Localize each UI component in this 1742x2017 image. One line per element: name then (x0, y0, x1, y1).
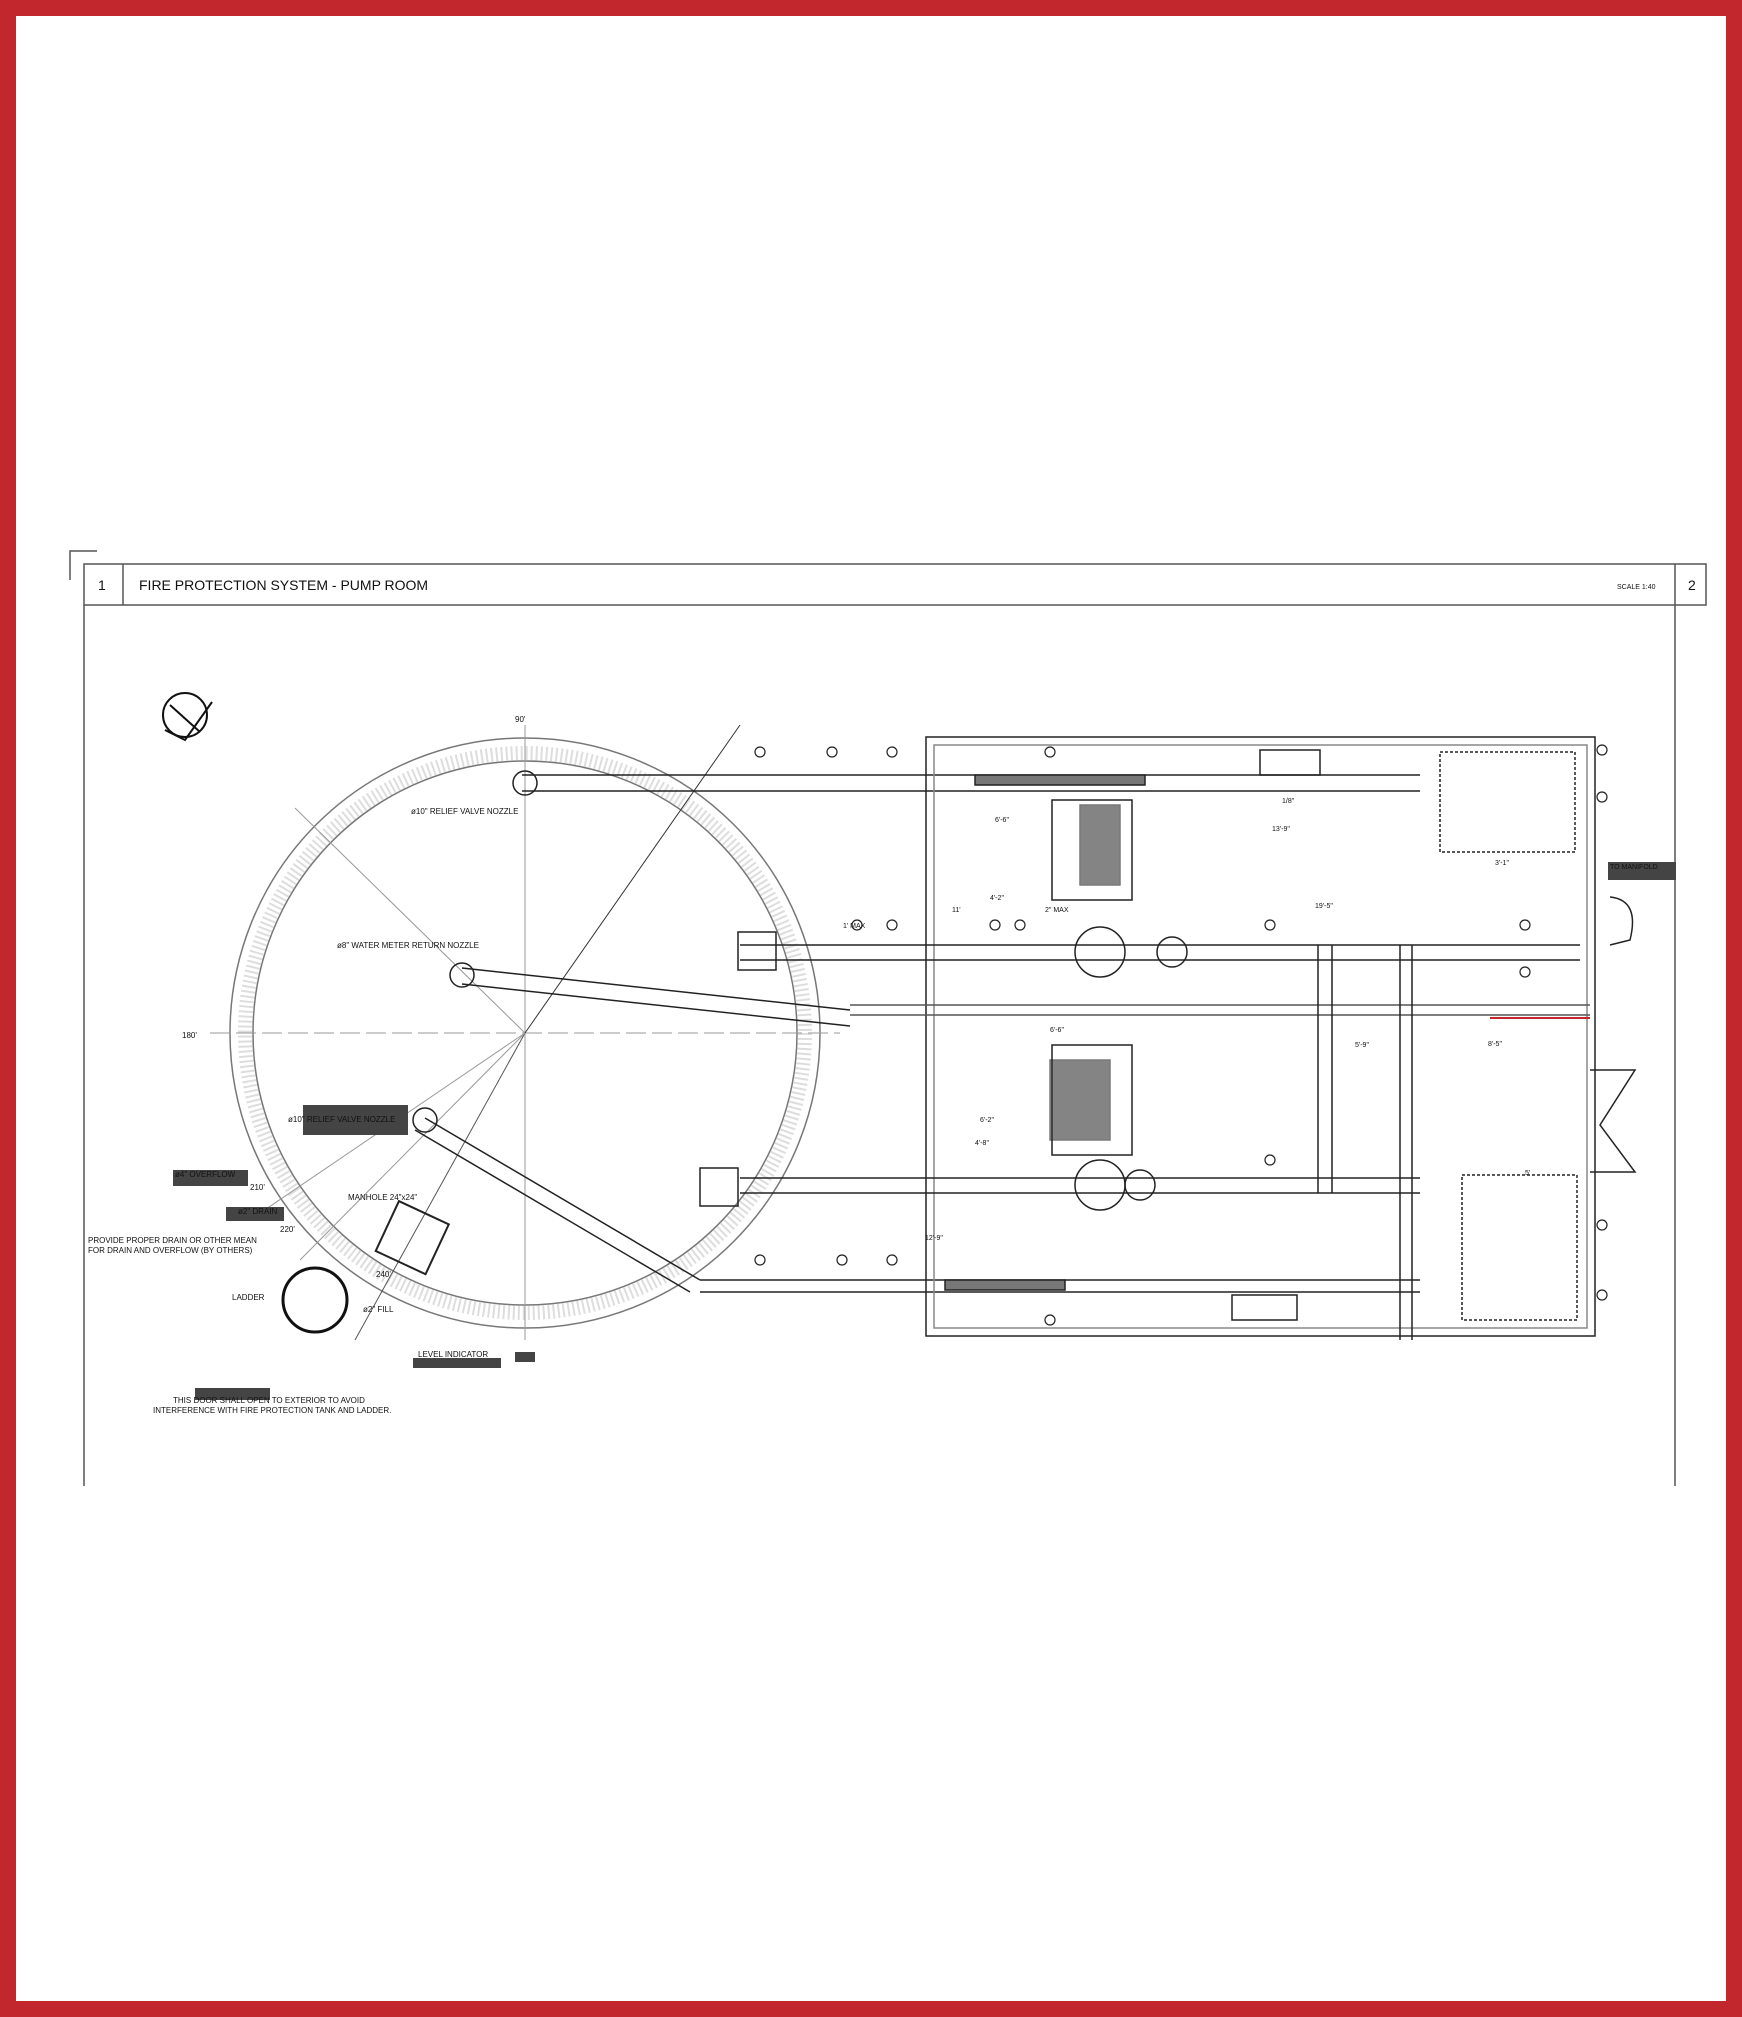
fire-protection-tank (210, 724, 935, 1341)
svg-text:TO MANIFOLD: TO MANIFOLD (1610, 864, 1658, 871)
svg-text:ø2" FILL: ø2" FILL (363, 1305, 394, 1314)
svg-text:19'-5": 19'-5" (1315, 903, 1333, 910)
svg-text:ø8" WATER METER RETURN NOZZLE: ø8" WATER METER RETURN NOZZLE (337, 941, 479, 950)
svg-text:240': 240' (376, 1270, 391, 1279)
svg-text:PROVIDE PROPER DRAIN OR OTHER: PROVIDE PROPER DRAIN OR OTHER MEAN (88, 1236, 257, 1245)
svg-text:1/8": 1/8" (1282, 798, 1295, 805)
svg-text:90': 90' (515, 715, 526, 724)
svg-text:LADDER: LADDER (232, 1293, 265, 1302)
svg-text:ø2" DRAIN: ø2" DRAIN (238, 1207, 278, 1216)
callout-markers (754, 744, 1608, 1326)
dimension-labels: 6'-6" 13'-9" 19'-5" 4'-2" 11' 2" MAX 1' … (843, 798, 1676, 1242)
svg-text:3'-1": 3'-1" (1495, 860, 1509, 867)
svg-text:180': 180' (182, 1031, 197, 1040)
title-block (69, 550, 1707, 1486)
pump-room (699, 736, 1637, 1340)
svg-text:LEVEL INDICATOR: LEVEL INDICATOR (418, 1350, 488, 1359)
tank-labels: 90' 180' 210' 220' 240' ø10" RELIEF VALV… (88, 715, 535, 1415)
svg-text:MANHOLE 24"x24": MANHOLE 24"x24" (348, 1193, 417, 1202)
svg-text:THIS DOOR SHALL OPEN TO EXTERI: THIS DOOR SHALL OPEN TO EXTERIOR TO AVOI… (173, 1396, 365, 1405)
svg-text:6'-6": 6'-6" (995, 817, 1009, 824)
svg-text:5'-9": 5'-9" (1355, 1042, 1369, 1049)
svg-text:6'-2": 6'-2" (980, 1117, 994, 1124)
drawing-title: FIRE PROTECTION SYSTEM - PUMP ROOM (139, 577, 428, 593)
svg-text:6'-6": 6'-6" (1050, 1027, 1064, 1034)
north-arrow-icon (162, 692, 213, 742)
scale-label: SCALE 1:40 (1617, 584, 1656, 591)
svg-text:210': 210' (250, 1183, 265, 1192)
svg-text:220': 220' (280, 1225, 295, 1234)
svg-text:ø10" RELIEF VALVE NOZZLE: ø10" RELIEF VALVE NOZZLE (288, 1115, 395, 1124)
svg-text:13'-9": 13'-9" (1272, 826, 1290, 833)
svg-text:4'-2": 4'-2" (990, 895, 1004, 902)
svg-text:1' MAX: 1' MAX (843, 923, 866, 930)
drawing-number: 1 (98, 577, 106, 593)
svg-text:INTERFERENCE WITH FIRE PROTECT: INTERFERENCE WITH FIRE PROTECTION TANK A… (153, 1406, 391, 1415)
svg-text:11': 11' (952, 907, 961, 914)
svg-text:12'-9": 12'-9" (925, 1235, 943, 1242)
svg-text:ø10" RELIEF VALVE NOZZLE: ø10" RELIEF VALVE NOZZLE (411, 807, 518, 816)
svg-text:ø4" OVERFLOW: ø4" OVERFLOW (175, 1170, 236, 1179)
sheet-ref: 2 (1688, 577, 1696, 593)
svg-text:5': 5' (1525, 1170, 1530, 1177)
svg-text:FOR DRAIN AND OVERFLOW (BY OTH: FOR DRAIN AND OVERFLOW (BY OTHERS) (88, 1246, 253, 1255)
svg-text:4'-8": 4'-8" (975, 1140, 989, 1147)
svg-text:8'-5": 8'-5" (1488, 1041, 1502, 1048)
svg-text:2" MAX: 2" MAX (1045, 907, 1069, 914)
